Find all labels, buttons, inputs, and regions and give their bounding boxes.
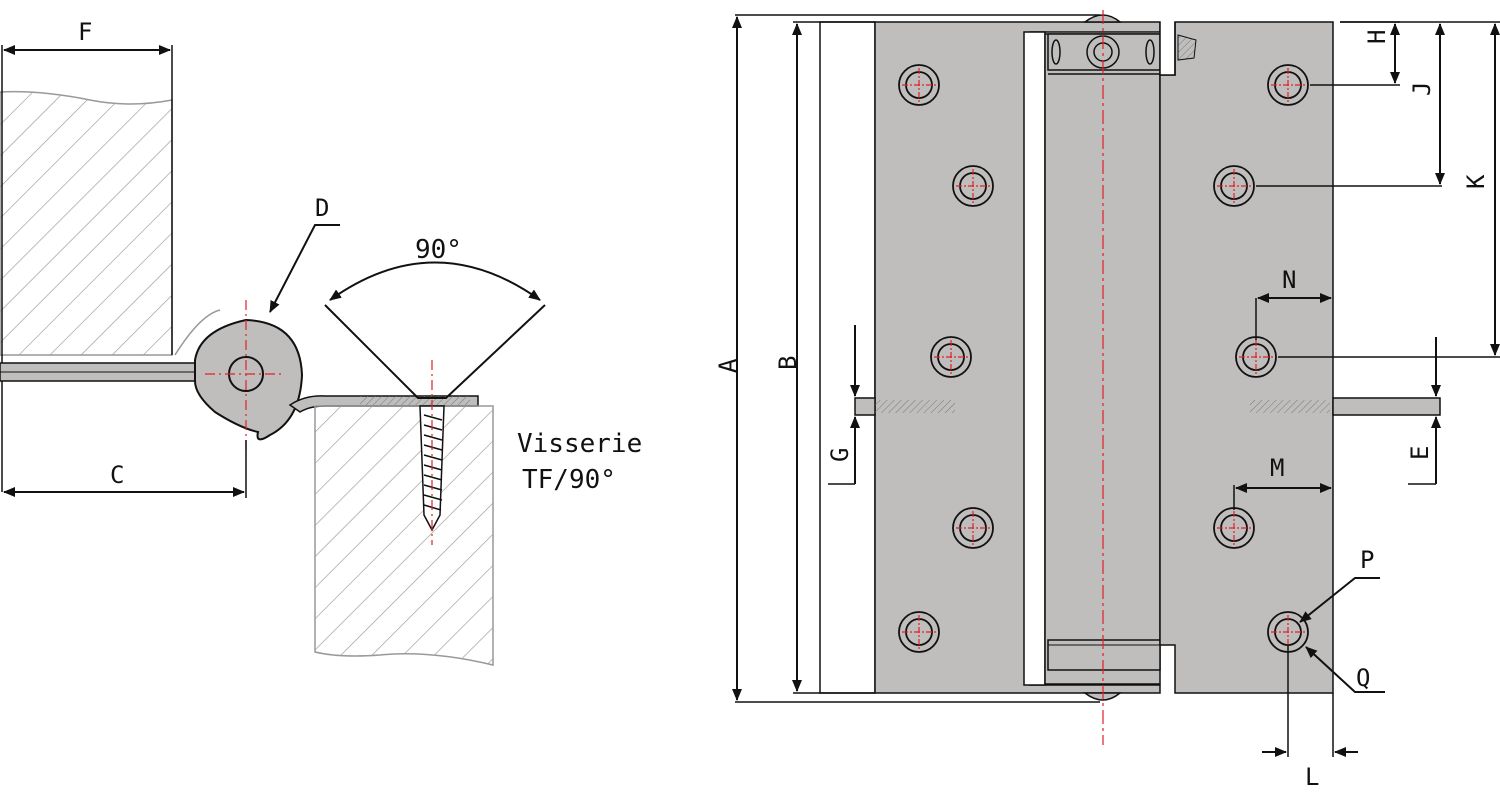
screw-hole (898, 64, 940, 106)
screw-note-line2: TF/90° (522, 465, 616, 495)
dim-label-P: P (1360, 546, 1374, 574)
dim-label-N: N (1282, 266, 1296, 294)
dim-label-J: J (1408, 82, 1436, 96)
screw-hole (952, 507, 994, 549)
front-view: A B G E H J K N M (714, 10, 1500, 791)
dim-label-F: F (78, 18, 92, 46)
dim-label-E: E (1406, 446, 1434, 460)
screw-hole (898, 611, 940, 653)
dim-label-H: H (1363, 30, 1391, 44)
screw-hole (930, 336, 972, 378)
screw-hole (1213, 165, 1255, 207)
door-block (0, 90, 173, 356)
frame-block (314, 405, 494, 666)
angle-label: 90° (415, 235, 462, 265)
dim-label-M: M (1270, 454, 1284, 482)
dim-label-Q: Q (1356, 664, 1370, 692)
dim-label-L: L (1305, 763, 1319, 791)
dim-label-A: A (714, 358, 742, 373)
section-view: 90° F C D Visserie TF/90° (0, 18, 642, 666)
dim-label-C: C (110, 461, 124, 489)
dim-label-D: D (315, 194, 329, 222)
dim-label-B: B (774, 356, 802, 370)
screw-hole (952, 165, 994, 207)
screw-note-line1: Visserie (517, 429, 642, 459)
screw (419, 360, 445, 545)
screw-hole (1267, 64, 1309, 106)
dim-label-K: K (1462, 174, 1490, 189)
dim-label-G: G (826, 448, 854, 462)
